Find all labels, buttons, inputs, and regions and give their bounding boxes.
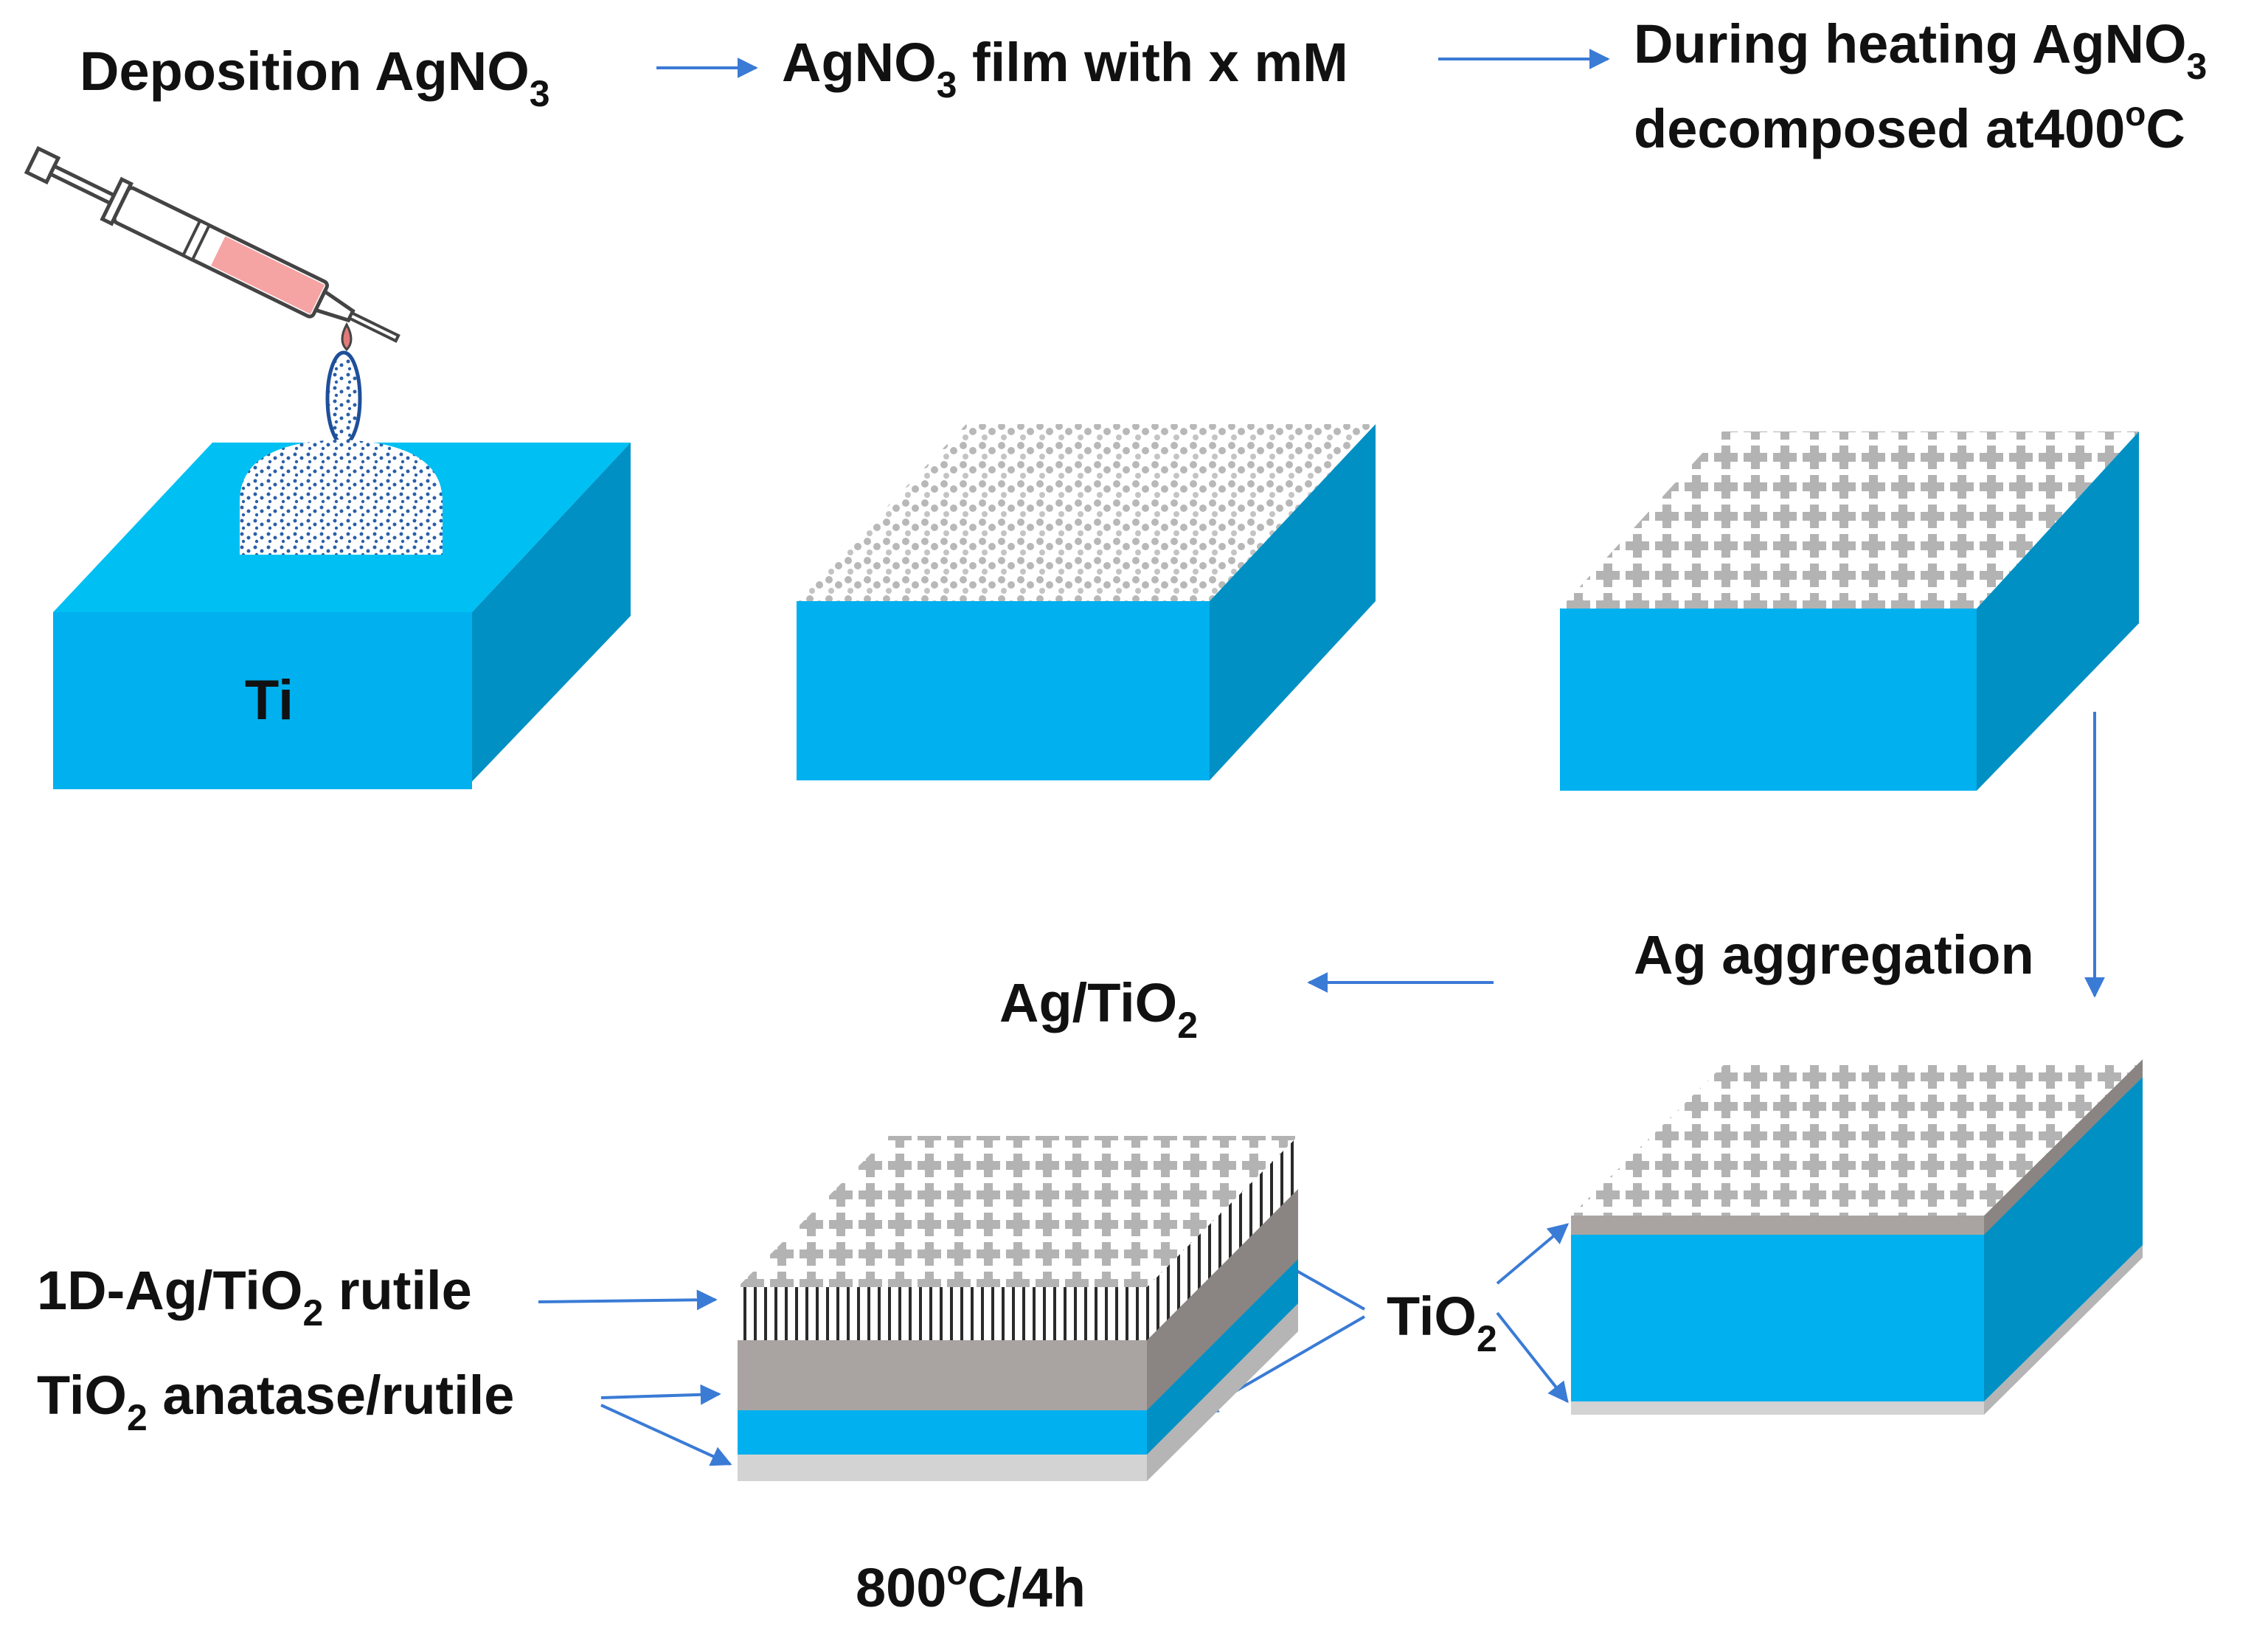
tio2-phase-label: TiO2 anatase/rutile xyxy=(37,1365,514,1438)
falling-drop xyxy=(325,350,362,446)
arrow-rutile-1d xyxy=(538,1289,718,1311)
decomposed-block xyxy=(1560,431,2139,791)
ag-tio2-block xyxy=(1571,1059,2143,1415)
nanorod-block xyxy=(738,1136,1298,1481)
agno3-droplet xyxy=(240,440,443,555)
arrow-tio2-oxide xyxy=(1496,1223,1570,1285)
tio2-label: TiO2 xyxy=(1387,1286,1497,1359)
ti-label: Ti xyxy=(245,669,294,732)
syringe-icon xyxy=(24,145,400,343)
step1-label: Deposition AgNO3 xyxy=(80,41,550,114)
droplet-icon xyxy=(341,322,353,352)
step3-label-line2: decomposed at400oC xyxy=(1634,94,2185,159)
rutile-1d-label: 1D-Ag/TiO2 rutile xyxy=(37,1260,472,1334)
ag-aggregation-label: Ag aggregation xyxy=(1634,924,2034,985)
step3-label-line1: During heating AgNO3 xyxy=(1634,13,2207,87)
ag-tio2-label: Ag/TiO2 xyxy=(999,972,1198,1046)
arrow-tio2-base xyxy=(1496,1311,1569,1404)
step2-label: AgNO3 film with x mM xyxy=(782,32,1348,105)
ti-substrate-block: Ti xyxy=(53,440,631,789)
arrow-tio2-phase-lower xyxy=(600,1404,732,1466)
agno3-film-block xyxy=(797,424,1376,780)
temperature-label: 800oC/4h xyxy=(856,1553,1086,1618)
arrow-tio2-phase-upper xyxy=(600,1384,721,1405)
